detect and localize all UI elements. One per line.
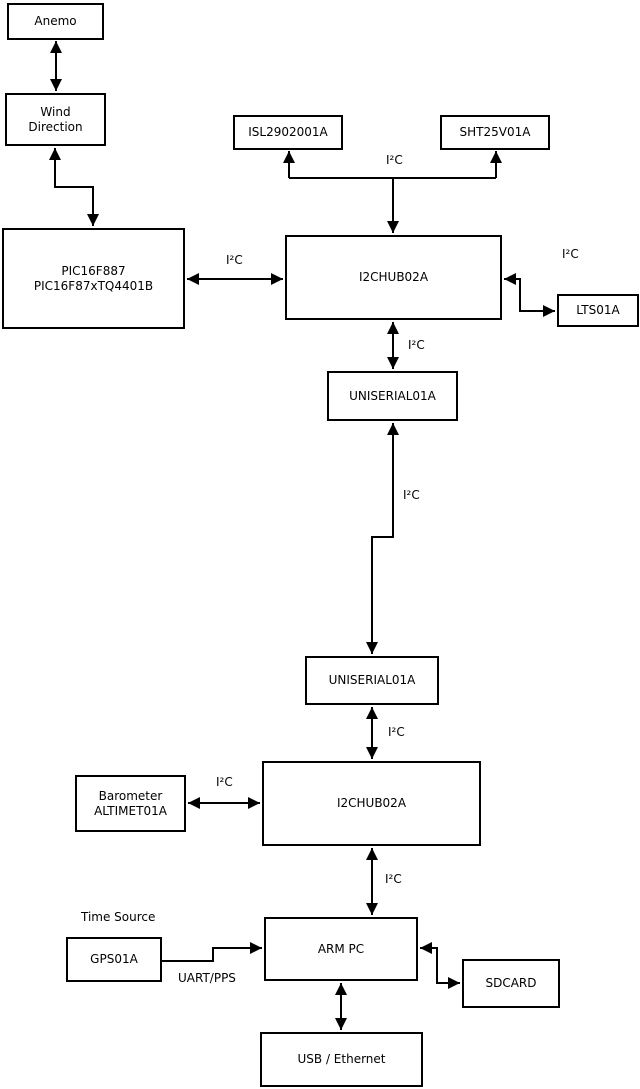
node-uniserial-bottom-label: UNISERIAL01A [328,673,416,687]
node-sht-sensor-label: SHT25V01A [459,125,531,139]
i2c-label-long-link: I²C [403,488,420,502]
i2c-label-hub-lts: I²C [562,247,579,261]
node-isl-sensor: ISL2902001A [233,115,343,150]
node-usb-ethernet-label: USB / Ethernet [297,1052,386,1066]
node-uniserial-top-label: UNISERIAL01A [349,388,436,403]
node-wind-direction-label-line2: Direction [28,119,83,134]
node-arm-pc: ARM PC [264,917,418,981]
edge-armpc-sdcard [420,942,460,989]
i2c-label-uniserial-hub2: I²C [388,725,405,739]
i2c-label-pic-hub: I²C [226,253,243,267]
i2c-label-hub2-armpc: I²C [385,872,402,886]
node-i2c-hub-top-label: I2CHUB02A [358,270,429,284]
node-lts-sensor: LTS01A [557,294,639,327]
node-i2c-hub-top: I2CHUB02A [285,235,502,320]
node-lts-sensor-label: LTS01A [576,303,620,317]
node-sdcard: SDCARD [462,959,560,1008]
node-isl-sensor-label: ISL2902001A [248,125,328,139]
node-wind-direction-label-line1: Wind [40,104,71,119]
node-anemo: Anemo [7,3,104,40]
time-source-label: Time Source [81,910,156,924]
edge-uniserial-top-uniserial-bottom [366,423,399,654]
node-gps: GPS01A [66,937,162,982]
node-i2c-hub-bottom-label: I2CHUB02A [336,796,407,810]
i2c-label-barometer-hub2: I²C [216,775,233,789]
node-barometer-label-line2: ALTIMET01A [94,803,167,818]
edge-wind-pic [49,148,99,226]
node-wind-direction: Wind Direction [5,93,106,146]
node-usb-ethernet: USB / Ethernet [260,1032,423,1087]
uart-pps-label: UART/PPS [178,971,236,985]
node-pic-mcu-label-line2: PIC16F87xTQ4401B [33,278,154,293]
edge-gps-armpc [162,942,262,962]
node-barometer: Barometer ALTIMET01A [75,775,186,832]
node-pic-mcu-label-line1: PIC16F887 [61,263,126,278]
node-sdcard-label: SDCARD [485,976,537,990]
node-pic-mcu: PIC16F887 PIC16F87xTQ4401B [2,228,185,329]
i2c-label-hub-uniserial: I²C [408,338,425,352]
node-sht-sensor: SHT25V01A [440,115,550,150]
node-barometer-label-line1: Barometer [98,788,163,803]
edge-i2chub-top-lts [504,273,555,317]
node-arm-pc-label: ARM PC [317,941,365,956]
node-uniserial-bottom: UNISERIAL01A [305,656,439,705]
node-gps-label: GPS01A [90,952,138,966]
node-anemo-label: Anemo [34,14,77,28]
node-i2c-hub-bottom: I2CHUB02A [262,761,481,846]
i2c-label-top-bus: I²C [386,153,403,167]
node-uniserial-top: UNISERIAL01A [327,371,458,421]
